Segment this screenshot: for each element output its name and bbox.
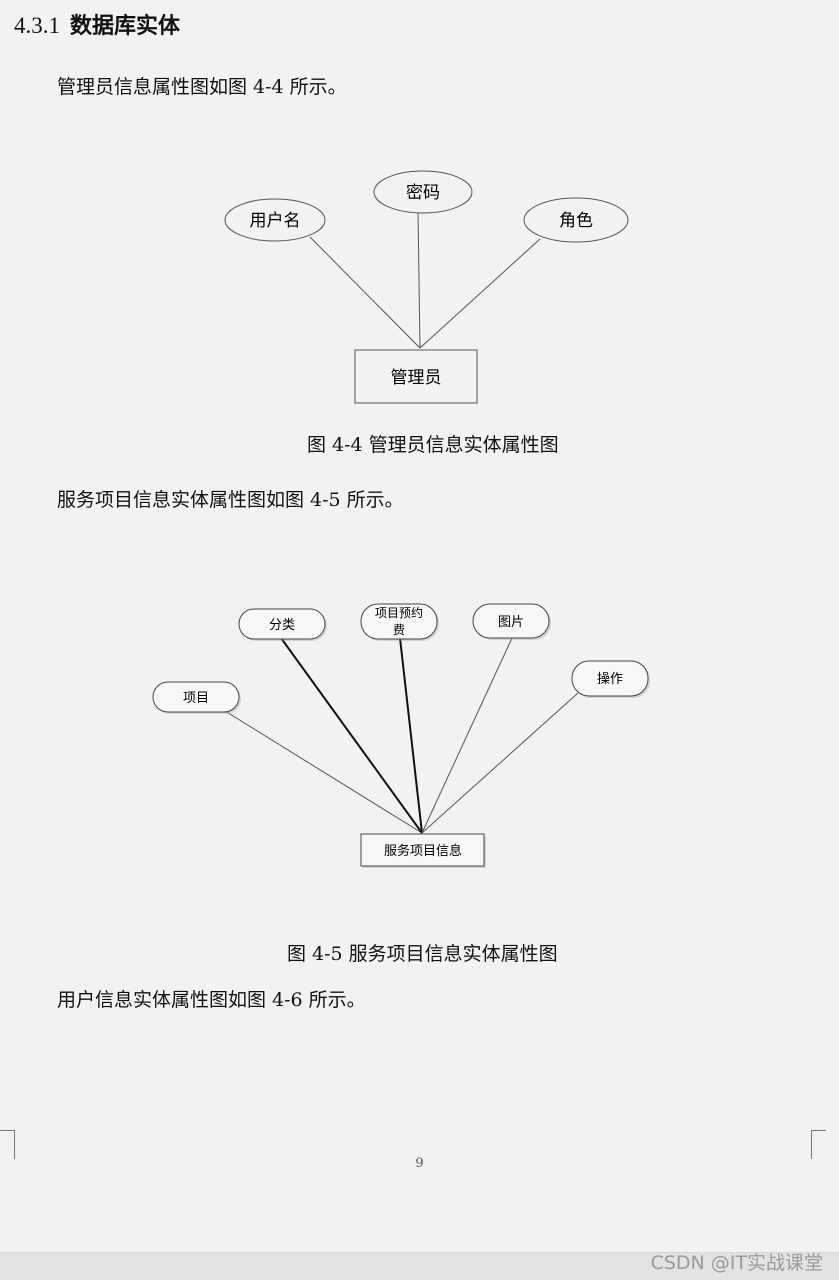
attribute-role-label: 角色	[559, 211, 593, 231]
entity-service-label: 服务项目信息	[384, 843, 462, 859]
paragraph-service-intro: 服务项目信息实体属性图如图 4-5 所示。	[57, 489, 404, 511]
attribute-item-pill	[152, 681, 240, 713]
attribute-username-ellipse	[224, 198, 326, 242]
margin-corner-left	[0, 1130, 15, 1159]
attribute-operation-label: 操作	[597, 671, 623, 687]
section-heading: 4.3.1 数据库实体	[14, 8, 180, 40]
attribute-operation-pill	[571, 660, 649, 697]
attribute-image-label: 图片	[498, 615, 524, 630]
edge-username	[309, 236, 421, 349]
attribute-booking-fee-line1: 项目预约	[375, 605, 423, 620]
edge-booking-fee	[399, 637, 423, 834]
attribute-password-ellipse	[373, 170, 473, 214]
attribute-password-label: 密码	[406, 183, 440, 203]
watermark: CSDN @IT实战课堂	[650, 1252, 823, 1274]
page-number: 9	[415, 1156, 424, 1171]
attribute-username-label: 用户名	[250, 211, 301, 231]
figure-4-4-er-diagram: 用户名 密码 角色 管理员	[224, 170, 629, 404]
entity-admin-label: 管理员	[391, 368, 442, 388]
attribute-role-ellipse	[523, 197, 629, 243]
edge-item	[224, 710, 423, 834]
attribute-item-label: 项目	[183, 691, 209, 706]
section-number: 4.3.1	[14, 13, 60, 38]
figure-4-5-er-diagram: 项目 分类 项目预约 费 图片 操作 服务项目信息	[152, 603, 650, 868]
paragraph-admin-intro: 管理员信息属性图如图 4-4 所示。	[57, 76, 347, 98]
page-gap-bar	[0, 1252, 839, 1280]
attribute-booking-fee-pill	[360, 603, 438, 640]
edge-role	[419, 238, 541, 349]
attribute-image-pill	[472, 603, 550, 639]
figure-4-5-caption: 图 4-5 服务项目信息实体属性图	[287, 943, 558, 965]
paragraph-user-intro: 用户信息实体属性图如图 4-6 所示。	[57, 989, 366, 1011]
attribute-booking-fee-line2: 费	[393, 623, 405, 637]
attribute-category-label: 分类	[269, 618, 295, 633]
entity-service-box	[360, 833, 485, 867]
figure-4-4-caption: 图 4-4 管理员信息实体属性图	[307, 434, 559, 456]
attribute-category-pill	[238, 608, 326, 640]
edge-category	[280, 637, 423, 834]
edge-image	[421, 637, 513, 834]
entity-admin-box	[354, 349, 478, 404]
margin-corner-right	[811, 1130, 826, 1159]
edge-password	[417, 211, 421, 349]
section-title: 数据库实体	[70, 14, 181, 39]
edge-operation	[421, 692, 579, 834]
